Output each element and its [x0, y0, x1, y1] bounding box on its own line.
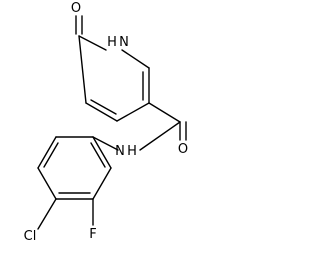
- bond-n-aryl: [92, 136, 119, 151]
- bond-c4-c5: [85, 102, 118, 122]
- bond-b4-cl: [37, 198, 57, 230]
- bond-c3-c4: [116, 102, 150, 122]
- bond-carbonyl-n: [139, 121, 181, 151]
- bond-b6-b1-inner: [90, 142, 106, 168]
- bond-c3-carbonyl: [148, 102, 181, 123]
- bond-b2-b3-inner: [43, 142, 59, 168]
- bond-n1-c2: [121, 49, 150, 69]
- bond-b6-b1: [92, 136, 112, 169]
- bond-b5-b6: [92, 167, 112, 200]
- atom-label-cl: Cl: [24, 229, 37, 244]
- molecule-structure: O H N O N H Cl F: [24, 1, 188, 244]
- bond-c6-n1: [78, 35, 107, 51]
- atom-label-amide-n: N: [115, 144, 125, 159]
- atom-label-amide-o: O: [178, 142, 188, 157]
- atom-label-f: F: [89, 227, 96, 242]
- bond-b3-b4: [37, 167, 57, 200]
- atom-label-oxo-o: O: [71, 1, 81, 16]
- atom-label-ring-nh: H: [107, 35, 117, 50]
- atom-label-ring-n: N: [119, 35, 129, 50]
- bond-c5-c6: [78, 35, 87, 104]
- atom-label-amide-h: H: [127, 144, 137, 159]
- bond-c4-c5-inner: [90, 99, 117, 115]
- bond-b2-b3: [37, 136, 57, 169]
